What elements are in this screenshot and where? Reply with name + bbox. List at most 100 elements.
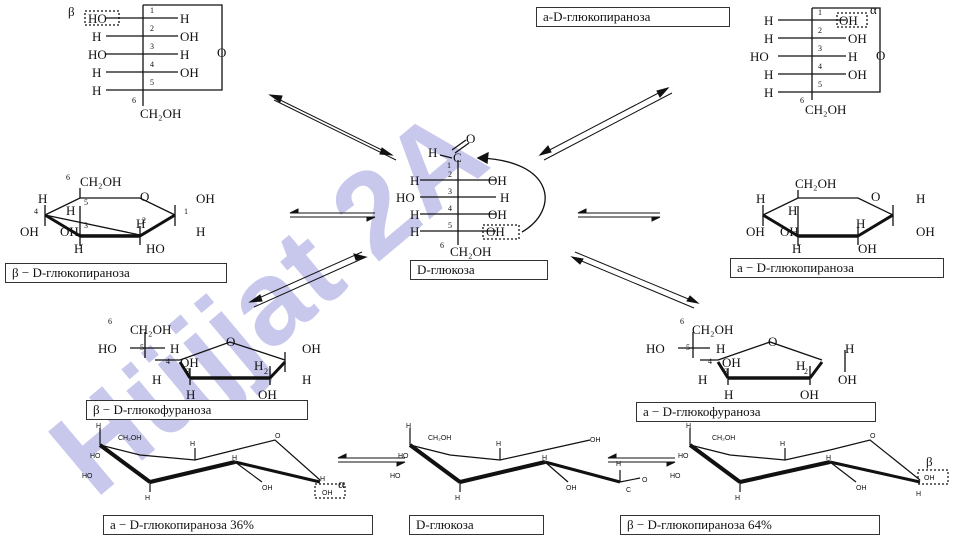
svg-text:HO: HO [98,341,117,356]
svg-text:3: 3 [150,42,154,51]
svg-text:CH₂OH: CH₂OH [692,322,733,337]
svg-text:HO: HO [146,241,165,256]
chair-open-text: H CH₂OH HO HO H H H OH OH H C O [390,423,648,502]
svg-text:4: 4 [448,204,452,213]
svg-text:OH: OH [590,437,601,444]
svg-text:3: 3 [818,44,822,53]
svg-text:H: H [428,145,437,160]
svg-text:OH: OH [488,207,507,222]
haworth-beta-furanose [130,332,287,385]
fischer-alpha-text: H OH α H OH HO H H OH H O CH₂OH 1 2 3 4 … [750,2,885,117]
label-alpha-pyranose-36: a − D-глюкопираноза 36% [103,515,373,535]
label-alpha-pyranose-right: a − D-глюкопираноза [730,258,944,278]
svg-text:H: H [500,190,509,205]
svg-text:H: H [455,495,460,502]
svg-text:OH: OH [196,191,215,206]
svg-text:H: H [180,11,189,26]
svg-text:CH₂OH: CH₂OH [805,102,846,117]
svg-text:OH: OH [924,475,935,482]
svg-text:OH: OH [60,224,79,239]
svg-text:5: 5 [818,80,822,89]
svg-text:3: 3 [724,367,728,376]
chair-beta-text: H CH₂OH HO HO H H H O OH H OH β [670,423,935,502]
svg-text:6: 6 [800,96,804,105]
svg-text:HO: HO [678,453,689,460]
svg-text:1: 1 [184,207,188,216]
fischer-alpha [778,7,881,100]
haworth-beta-pyranose-text: CH₂OH 6 O 5 H 4 OH H OH 3 H H 2 HO 1 OH … [20,173,215,256]
svg-text:OH: OH [722,355,741,370]
svg-text:CH₂OH: CH₂OH [140,106,181,121]
svg-text:H: H [764,31,773,46]
svg-text:H: H [724,387,733,402]
label-alpha-pyranose-top: a-D-глюкопираноза [536,7,730,27]
svg-text:O: O [768,334,777,349]
svg-text:O: O [876,48,885,63]
svg-text:CH₂OH: CH₂OH [130,322,171,337]
svg-text:H: H [302,372,311,387]
svg-text:HO: HO [88,47,107,62]
svg-text:H: H [410,224,419,239]
label-alpha-furanose: a − D-глюкофураноза [636,402,876,422]
svg-text:H: H [764,85,773,100]
svg-text:H: H [190,441,195,448]
svg-text:2: 2 [818,26,822,35]
svg-text:4: 4 [708,357,712,366]
svg-text:OH: OH [258,387,277,402]
svg-text:3: 3 [448,187,452,196]
svg-text:HO: HO [396,190,415,205]
svg-text:C: C [626,487,631,494]
svg-text:HO: HO [646,341,665,356]
svg-text:OH: OH [486,224,505,239]
fischer-beta-text: β HO H H OH HO H H OH H O CH₂OH 1 2 3 4 … [68,4,226,121]
svg-text:H: H [66,203,75,218]
svg-text:O: O [870,433,876,440]
svg-text:5: 5 [448,221,452,230]
haworth-alpha-furanose-text: 6 CH₂OH HO 5 H O 4 OH H 3 H H 2 OH H OH [646,317,857,402]
svg-text:OH: OH [20,224,39,239]
fischer-beta [84,4,223,106]
svg-text:H: H [186,387,195,402]
label-beta-pyranose-left: β − D-глюкопираноза [5,263,227,283]
svg-text:α: α [338,476,345,491]
svg-text:H: H [716,341,725,356]
haworth-alpha-pyranose-text: CH₂OH O H OH H OH H H OH H OH [746,176,935,256]
svg-text:H: H [764,13,773,28]
equilibrium-arrows [248,87,700,467]
svg-text:H: H [788,203,797,218]
svg-text:6: 6 [108,317,112,326]
svg-text:5: 5 [686,343,690,352]
svg-text:OH: OH [916,224,935,239]
haworth-beta-pyranose [44,188,176,246]
label-beta-furanose: β − D-глюкофураноза [86,400,308,420]
svg-text:CH₂OH: CH₂OH [80,174,121,189]
svg-text:1: 1 [447,161,451,170]
chair-alpha [98,428,346,499]
svg-text:HO: HO [670,473,681,480]
svg-text:O: O [217,45,226,60]
svg-text:O: O [140,189,149,204]
svg-text:H: H [826,455,831,462]
svg-text:H: H [406,423,411,430]
svg-text:CH₂OH: CH₂OH [712,435,735,442]
svg-text:HO: HO [398,453,409,460]
label-glucose-bottom: D-глюкоза [409,515,544,535]
svg-text:H: H [916,191,925,206]
fischer-open-chain [420,139,546,245]
svg-text:H: H [756,191,765,206]
svg-text:O: O [871,189,880,204]
svg-text:O: O [226,334,235,349]
svg-text:H: H [856,216,865,231]
svg-text:H: H [136,216,145,231]
svg-text:H: H [320,476,325,483]
haworth-alpha-furanose [678,332,846,385]
svg-text:H: H [145,495,150,502]
haworth-beta-furanose-text: 6 CH₂OH HO 5 H O 4 OH H 3 H H 2 OH OH H [98,317,321,402]
svg-text:O: O [275,433,281,440]
svg-text:CH₂OH: CH₂OH [428,435,451,442]
svg-text:CH₂OH: CH₂OH [118,435,141,442]
svg-text:H: H [92,83,101,98]
svg-text:OH: OH [302,341,321,356]
svg-text:HO: HO [82,473,93,480]
